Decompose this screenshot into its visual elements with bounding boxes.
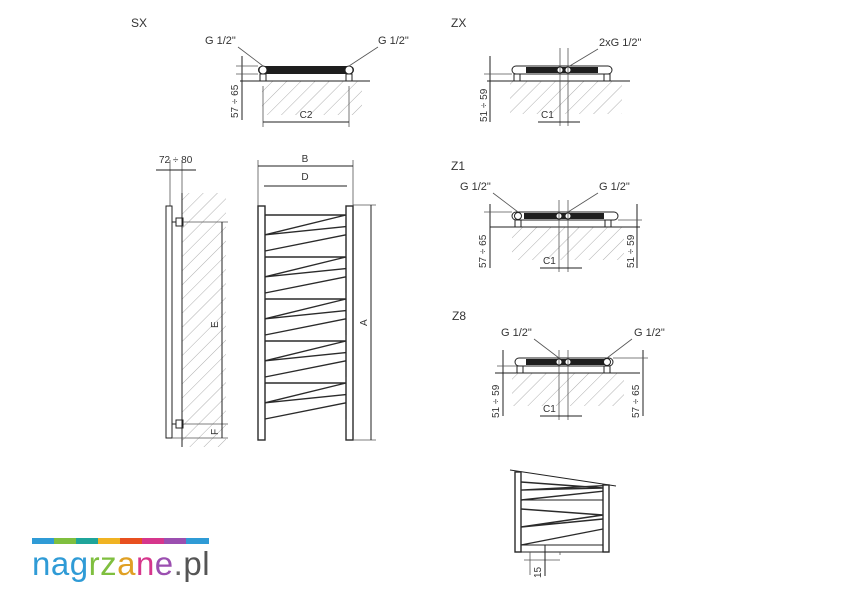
front-view: B D A xyxy=(257,154,376,441)
sx-left-connection-label: G 1/2" xyxy=(205,35,236,47)
z1-left-connection-label: G 1/2" xyxy=(460,181,491,193)
z1-right-height-label: 51 ÷ 59 xyxy=(626,234,637,268)
logo-letter: a xyxy=(50,545,70,582)
front-left-collector xyxy=(257,205,266,441)
logo-stripe xyxy=(186,538,209,544)
side-wall-hatch xyxy=(182,193,226,447)
detail-panel xyxy=(520,508,604,546)
zx-connection-view: ZX C1 51 ÷ 59 2xG 1/2" xyxy=(451,16,642,126)
z8-right-connection-label: G 1/2" xyxy=(634,327,665,339)
logo-stripe xyxy=(54,538,77,544)
side-radiator-profile xyxy=(165,205,173,439)
logo-stripe xyxy=(76,538,99,544)
z8-section-label: Z8 xyxy=(452,309,466,323)
front-panel xyxy=(264,382,347,420)
logo-letter: n xyxy=(135,545,155,582)
front-right-collector xyxy=(345,205,354,441)
bottom-detail-view: 15 xyxy=(509,469,617,578)
front-d-label: D xyxy=(301,172,308,183)
logo-stripe xyxy=(32,538,55,544)
z8-left-connection-label: G 1/2" xyxy=(501,327,532,339)
logo-stripe xyxy=(142,538,165,544)
z1-section-label: Z1 xyxy=(451,159,465,173)
logo-letter: z xyxy=(100,545,118,582)
zx-section-label: ZX xyxy=(451,16,466,30)
logo-stripe xyxy=(120,538,143,544)
z8-right-height-label: 57 ÷ 65 xyxy=(631,384,642,418)
front-a-label: A xyxy=(359,319,370,326)
zx-height-label: 51 ÷ 59 xyxy=(479,88,490,122)
detail-panel xyxy=(520,481,604,501)
logo-letter: l xyxy=(202,545,211,582)
front-panel xyxy=(264,298,347,336)
side-f-label: F xyxy=(210,429,221,435)
nagrzane-logo: nagrzane.pl xyxy=(32,538,222,588)
sx-right-valve xyxy=(344,65,354,75)
sx-connection-view: SX C2 57 ÷ 65 G 1/2" G 1/2" xyxy=(131,16,409,127)
logo-letter: a xyxy=(117,545,136,582)
detail-cut-line xyxy=(509,469,617,487)
z1-c1-label: C1 xyxy=(543,256,556,267)
logo-stripe xyxy=(98,538,121,544)
sx-section-label: SX xyxy=(131,16,147,30)
logo-letter: n xyxy=(32,545,51,582)
zx-connection-label: 2xG 1/2" xyxy=(599,37,642,49)
logo-letter: . xyxy=(173,545,184,582)
logo-letter: p xyxy=(183,545,203,582)
sx-height-label: 57 ÷ 65 xyxy=(230,84,241,118)
z1-left-height-label: 57 ÷ 65 xyxy=(478,234,489,268)
side-depth-label: 72 ÷ 80 xyxy=(159,155,193,166)
sx-left-valve xyxy=(258,65,268,75)
z8-connection-view: Z8 C1 51 ÷ 59 57 ÷ 65 G 1/2" G 1/2" xyxy=(452,309,665,420)
sx-left-pipe xyxy=(259,73,267,82)
z8-left-height-label: 51 ÷ 59 xyxy=(491,384,502,418)
sx-c2-label: C2 xyxy=(300,110,313,121)
sx-right-pipe xyxy=(345,73,353,82)
z8-c1-label: C1 xyxy=(543,404,556,415)
front-panel xyxy=(264,256,347,294)
detail-gap-label: 15 xyxy=(533,566,544,578)
z1-right-connection-label: G 1/2" xyxy=(599,181,630,193)
sx-right-connection-label: G 1/2" xyxy=(378,35,409,47)
front-panel xyxy=(264,340,347,378)
logo-letter: r xyxy=(88,545,101,582)
logo-letter: e xyxy=(154,545,174,582)
zx-c1-label: C1 xyxy=(541,110,554,121)
sx-radiator-body xyxy=(258,66,354,74)
front-b-label: B xyxy=(302,154,309,165)
sx-wall-hatch xyxy=(262,81,362,115)
front-panel xyxy=(264,214,347,252)
side-view: 72 ÷ 80 E F xyxy=(156,155,228,447)
logo-stripe xyxy=(164,538,187,544)
logo-letter: g xyxy=(69,545,89,582)
side-e-label: E xyxy=(210,321,221,328)
logo-wordmark: nagrzane.pl xyxy=(32,544,210,584)
z1-connection-view: Z1 C1 57 ÷ 65 51 ÷ 59 G 1/2" G 1/2" xyxy=(451,159,642,272)
